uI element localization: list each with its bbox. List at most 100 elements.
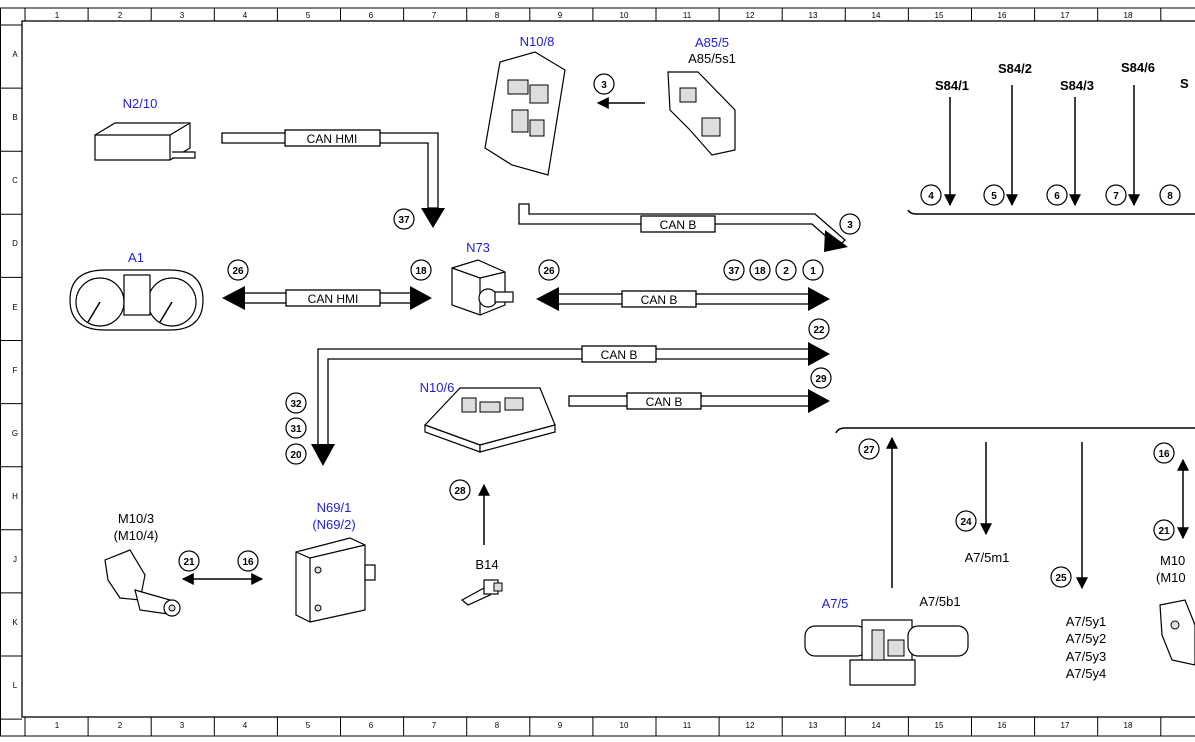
callout-18-mid: 18	[749, 259, 771, 281]
grid-col: 4	[243, 11, 248, 20]
grid-col: 3	[180, 11, 185, 20]
grid-row: F	[13, 366, 18, 375]
can-b-bus-long	[311, 342, 830, 466]
can-hmi-bus-top	[221, 129, 445, 228]
label-n73: N73	[466, 240, 490, 255]
actuator-a7-5-icon	[804, 619, 969, 686]
callout-37-mid: 37	[723, 259, 745, 281]
grid-col: 7	[432, 721, 437, 730]
callout-5: 5	[983, 184, 1005, 206]
grid-col: 9	[558, 11, 563, 20]
callout-21-right: 21	[1153, 519, 1175, 541]
instrument-cluster-a1-icon	[69, 269, 204, 331]
grid-col: 10	[620, 721, 629, 730]
grid-col: 16	[998, 721, 1007, 730]
grid-col: 11	[683, 721, 692, 730]
svg-text:32: 32	[290, 399, 302, 410]
grid-row: C	[12, 176, 18, 185]
callout-24: 24	[955, 510, 977, 532]
grid-row: B	[12, 113, 17, 122]
svg-text:21: 21	[1158, 526, 1170, 537]
grid-row: K	[12, 618, 18, 627]
grid-col: 15	[935, 11, 944, 20]
grid-col: 2	[118, 721, 123, 730]
can-b-bus-top	[518, 203, 848, 252]
grid-col: 11	[683, 11, 692, 20]
motor-right-partial-icon	[1159, 599, 1195, 666]
svg-text:5: 5	[991, 191, 997, 202]
grid-row: G	[12, 429, 18, 438]
bracket-a7-group	[835, 427, 1195, 434]
label-m10-4: (M10/4)	[114, 528, 159, 543]
svg-text:27: 27	[863, 445, 875, 456]
bracket-s84-group	[907, 209, 1195, 215]
grid-row: H	[12, 492, 18, 501]
svg-text:4: 4	[928, 191, 934, 202]
bus-label-can-b-top: CAN B	[660, 218, 697, 232]
svg-text:22: 22	[813, 325, 825, 336]
label-m10-partial-2: (M10	[1156, 570, 1186, 585]
ignition-switch-n73-icon	[451, 259, 514, 316]
grid-col: 16	[998, 11, 1007, 20]
callout-25: 25	[1050, 566, 1072, 588]
label-a7-5y4: A7/5y4	[1066, 666, 1106, 681]
bus-label-can-b-long: CAN B	[601, 348, 638, 362]
label-a7-5m1: A7/5m1	[965, 550, 1010, 565]
grid-row: E	[12, 303, 17, 312]
grid-col: 18	[1124, 721, 1133, 730]
grid-col: 1	[55, 721, 60, 730]
grid-row: A	[12, 50, 18, 59]
label-s84-1: S84/1	[935, 78, 969, 93]
callout-29: 29	[810, 367, 832, 389]
svg-text:28: 28	[454, 486, 466, 497]
label-a85-5s1: A85/5s1	[688, 51, 736, 66]
bus-label-can-b-mid: CAN B	[641, 293, 678, 307]
sensor-b14-icon	[460, 579, 503, 606]
grid-col: 9	[558, 721, 563, 730]
bus-label-can-hmi-mid: CAN HMI	[308, 292, 359, 306]
grid-row: D	[12, 239, 18, 248]
bus-label-can-hmi-top: CAN HMI	[307, 132, 358, 146]
label-a7-5: A7/5	[822, 596, 849, 611]
callout-31: 31	[285, 417, 307, 439]
module-n69-1-icon	[295, 537, 376, 623]
label-s84-6: S84/6	[1121, 60, 1155, 75]
grid-col: 17	[1061, 11, 1070, 20]
grid-col: 17	[1061, 721, 1070, 730]
motor-m10-3-icon	[104, 549, 181, 617]
svg-text:37: 37	[398, 215, 410, 226]
label-a7-5y1: A7/5y1	[1066, 614, 1106, 629]
callout-18-left: 18	[410, 259, 432, 281]
grid-col: 12	[746, 11, 755, 20]
callout-4: 4	[920, 184, 942, 206]
svg-text:21: 21	[183, 557, 195, 568]
grid-col: 14	[872, 11, 881, 20]
module-n2-10-icon	[94, 122, 196, 161]
grid-col: 3	[180, 721, 185, 730]
grid-col: 12	[746, 721, 755, 730]
grid-column-labels-top: 1 2 3 4 5 6 7 8 9 10 11 12 13 14 15 16 1…	[55, 11, 1133, 20]
grid-col: 2	[118, 11, 123, 20]
callout-28: 28	[449, 479, 471, 501]
callout-21-left: 21	[178, 550, 200, 572]
label-a85-5: A85/5	[695, 35, 729, 50]
grid-col: 5	[306, 11, 311, 20]
grid-row: J	[13, 555, 17, 564]
grid-col: 13	[809, 11, 818, 20]
svg-text:18: 18	[754, 266, 766, 277]
label-n69-1: N69/1	[317, 500, 352, 515]
grid-col: 13	[809, 721, 818, 730]
svg-text:3: 3	[847, 220, 853, 231]
svg-text:8: 8	[1167, 191, 1173, 202]
callout-26-right: 26	[538, 259, 560, 281]
label-a7-5y3: A7/5y3	[1066, 649, 1106, 664]
svg-text:6: 6	[1054, 191, 1060, 202]
callout-7: 7	[1105, 184, 1127, 206]
label-m10-partial: M10	[1160, 553, 1185, 568]
callout-32: 32	[285, 392, 307, 414]
label-n10-8: N10/8	[520, 34, 555, 49]
callout-8: 8	[1159, 184, 1181, 206]
grid-column-labels-bottom: 1 2 3 4 5 6 7 8 9 10 11 12 13 14 15 16 1…	[55, 721, 1133, 730]
callout-37-top: 37	[393, 208, 415, 230]
